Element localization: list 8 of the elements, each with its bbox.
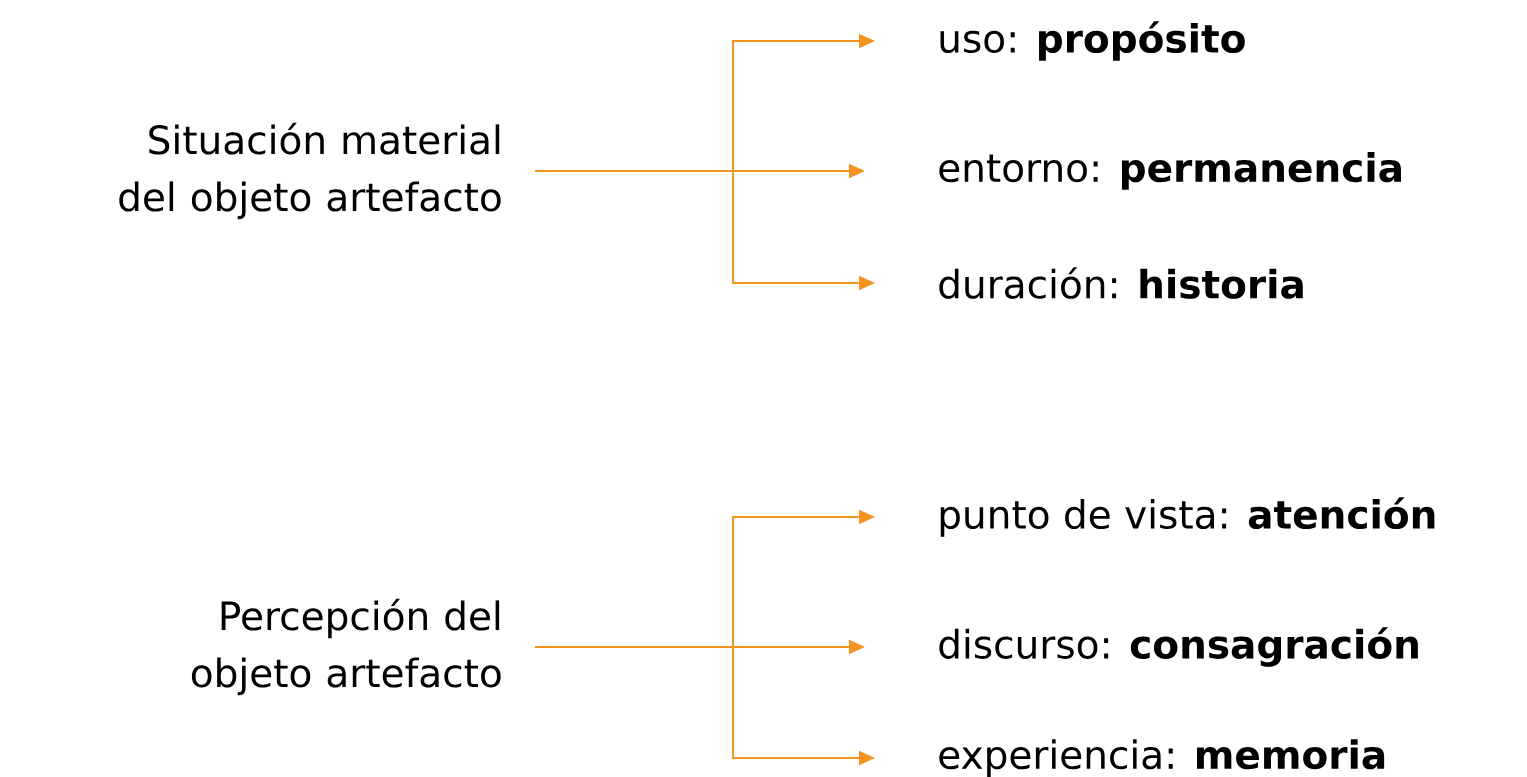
item-label: punto de vista: atención (940, 497, 1435, 537)
item-label: experiencia: memoria (939, 739, 1385, 777)
item-label: discurso: consagración (939, 627, 1418, 667)
item-label: duración: historia (939, 267, 1303, 299)
item-label: uso: propósito (940, 21, 1245, 61)
category-label: Percepción del objeto artefacto (191, 598, 501, 696)
category-label: Situación material del objeto artefacto (119, 122, 501, 220)
item-label: entorno: permanencia (939, 152, 1401, 190)
